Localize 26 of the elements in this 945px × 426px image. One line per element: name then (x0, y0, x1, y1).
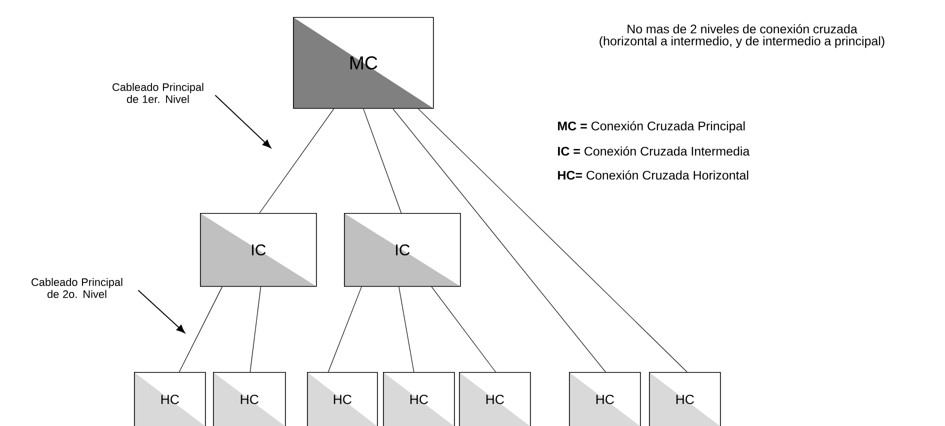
cross-connect-box: HC (213, 372, 286, 426)
cabling-label: Cableado Principal de 1er. Nivel (112, 83, 204, 104)
cable-line (178, 286, 222, 372)
cable-line (328, 286, 362, 372)
cross-connect-box: IC (200, 213, 317, 287)
title: No mas de 2 niveles de conexión cruzada (horizontal a intermedio, y de intermedio a principal) (600, 24, 884, 48)
leader-arrow (138, 290, 186, 334)
cross-connect-box: HC (383, 372, 455, 426)
cable-line (259, 108, 334, 214)
leader-arrow (214, 94, 272, 148)
cable-line (363, 108, 402, 214)
cabling-label: Cableado Principal de 2o. Nivel (32, 278, 122, 298)
cable-line (250, 286, 262, 372)
cable-line (392, 108, 606, 372)
cable-line (398, 286, 414, 372)
cable-line (418, 108, 688, 372)
cross-connect-box: HC (307, 372, 378, 426)
cross-connect-box: HC (649, 372, 721, 426)
cable-line (431, 286, 496, 372)
abbreviation-definition: HC= Conexión Cruzada Horizontal (558, 170, 748, 180)
cross-connect-box: IC (344, 213, 461, 287)
abbreviation-definition: MC = Conexión Cruzada Principal (558, 121, 745, 133)
cross-connect-box: HC (459, 372, 531, 426)
abbreviation-definition: IC = Conexión Cruzada Intermedia (558, 146, 750, 156)
cross-connect-box: HC (134, 372, 206, 426)
cross-connect-box: HC (569, 372, 641, 426)
